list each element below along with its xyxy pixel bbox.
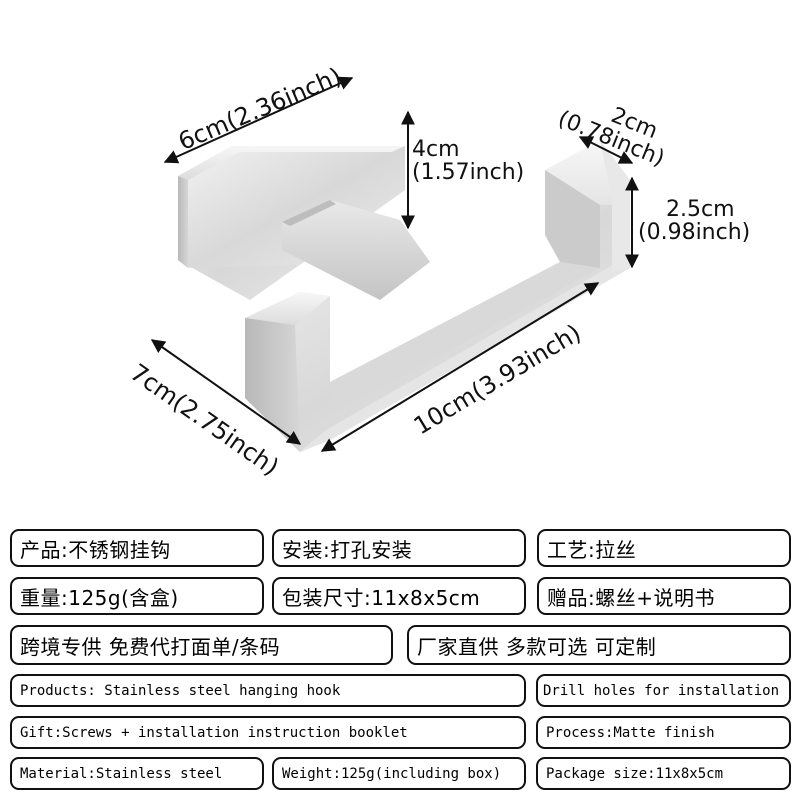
spec-en-installation: Drill holes for installation (536, 674, 791, 707)
spec-cn-package-size: 包装尺寸:11x8x5cm (272, 577, 526, 615)
spec-en-package-size: Package size:11x8x5cm (536, 757, 791, 790)
spec-cn-weight: 重量:125g(含盒) (10, 577, 264, 615)
spec-cn-cross-border: 跨境专供 免费代打面单/条码 (10, 625, 393, 665)
dim-tip-height-inch: (0.98inch) (638, 220, 751, 246)
spec-en-weight: Weight:125g(including box) (272, 757, 526, 790)
dim-base-height-cm: 4cm (412, 137, 460, 162)
spec-en-material: Material:Stainless steel (10, 757, 264, 790)
spec-en-product: Products: Stainless steel hanging hook (10, 674, 526, 707)
spec-en-process: Process:Matte finish (536, 716, 791, 749)
spec-en-gift: Gift:Screws + installation instruction b… (10, 716, 526, 749)
product-image-area: 6cm(2.36inch) 4cm (1.57inch) 2cm (0.78in… (125, 62, 750, 481)
dim-base-height: 4cm (1.57inch) (412, 138, 524, 184)
spec-cn-product: 产品:不锈钢挂钩 (10, 529, 264, 567)
hook-illustration (150, 76, 639, 452)
dim-tip-height: 2.5cm (0.98inch) (638, 198, 750, 244)
spec-cn-process: 工艺:拉丝 (537, 529, 791, 567)
dimension-lines (150, 76, 639, 452)
connecting-arm (282, 200, 430, 300)
spec-cn-installation: 安装:打孔安装 (272, 529, 526, 567)
dim-tip-height-cm: 2.5cm (666, 197, 735, 222)
spec-cn-factory-direct: 厂家直供 多款可选 可定制 (407, 625, 791, 665)
dim-base-height-inch: (1.57inch) (412, 160, 525, 186)
spec-cn-gift: 赠品:螺丝+说明书 (537, 577, 791, 615)
